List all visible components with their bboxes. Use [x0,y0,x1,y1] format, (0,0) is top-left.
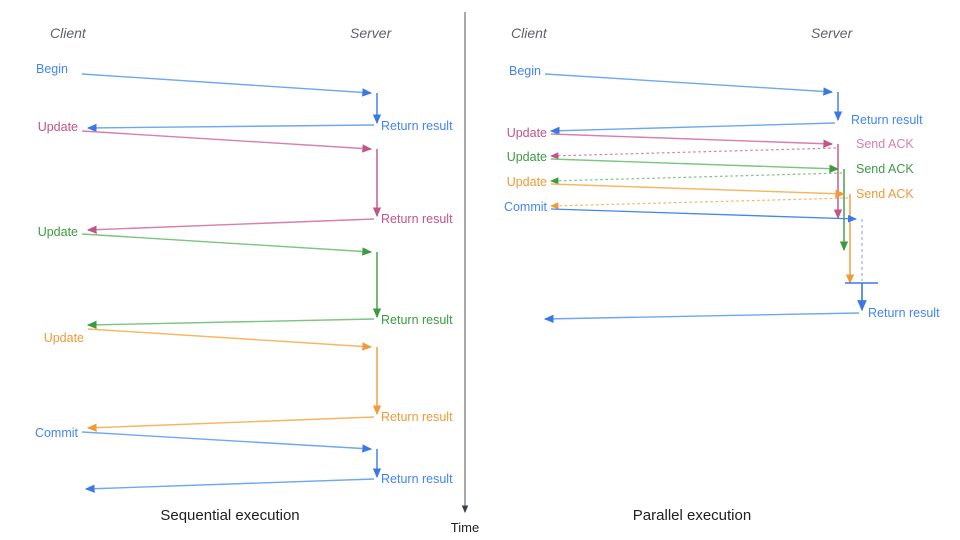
arrow-ack-orange [550,197,849,210]
label-return-result-parallel-2: Return result [868,306,940,320]
caption-parallel: Parallel execution [633,507,751,524]
arrow-response-update-1 [86,218,375,234]
arrow-response-begin-parallel [549,122,836,135]
arrow-request-update-1 [81,130,373,153]
arrow-request-commit [81,431,373,453]
time-axis-label: Time [451,520,479,535]
arrow-ack-pink [550,147,837,160]
arrow-response-update-3 [86,416,375,432]
arrow-response-commit-parallel [543,312,860,324]
arrow-response-update-2 [86,318,375,330]
arrow-request-commit-parallel [550,208,858,223]
arrow-response-begin [86,123,375,133]
label-return-result-4: Return result [381,410,453,424]
actor-label-server-parallel: Server [811,25,854,41]
label-return-result-5: Return result [381,472,453,486]
arrow-request-update-parallel-1 [550,133,834,148]
label-update-parallel-2: Update [507,150,547,164]
actor-label-server: Server [350,25,393,41]
arrow-request-update-2 [81,233,373,256]
panel-sequential: Client Server Return result Update Retur… [35,25,453,524]
label-update-2: Update [38,225,78,239]
label-send-ack-3: Send ACK [856,187,914,201]
arrow-request-begin-parallel [544,73,834,96]
label-return-result-2: Return result [381,212,453,226]
label-return-result-parallel-1: Return result [851,113,923,127]
label-return-result-3: Return result [381,313,453,327]
arrow-request-update-3 [87,328,373,351]
actor-label-client: Client [50,25,87,41]
label-update-parallel-3: Update [507,175,547,189]
arrow-request-update-parallel-2 [550,158,840,173]
label-commit-parallel: Commit [504,200,548,214]
actor-label-client-parallel: Client [511,25,548,41]
arrow-request-begin [81,73,373,97]
label-send-ack-1: Send ACK [856,137,914,151]
label-begin-left: Begin [36,62,68,76]
label-update-parallel-1: Update [507,126,547,140]
arrow-request-update-parallel-3 [550,183,846,198]
arrow-ack-green [550,172,843,185]
label-send-ack-2: Send ACK [856,162,914,176]
caption-sequential: Sequential execution [160,507,299,524]
label-update-1: Update [38,120,78,134]
label-update-3: Update [44,331,84,345]
message-group-begin [81,73,373,97]
label-begin-parallel: Begin [509,64,541,78]
panel-parallel: Client Server Begin Return result Update… [504,25,940,524]
label-return-result-1: Return result [381,119,453,133]
label-commit: Commit [35,426,79,440]
arrow-response-commit [84,478,375,493]
